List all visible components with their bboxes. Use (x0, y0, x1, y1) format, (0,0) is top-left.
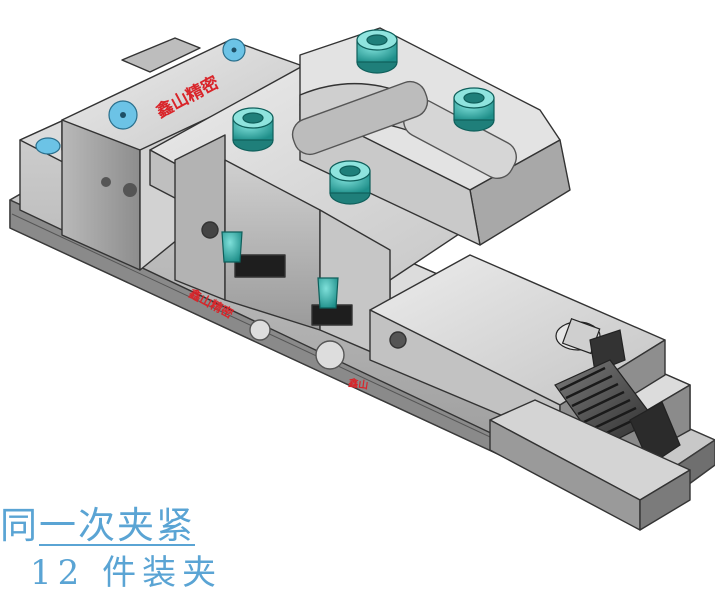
side-brand-mark-small: 鑫山 (347, 376, 370, 392)
teal-pin-icon (356, 29, 398, 74)
caption-line-2: 12 件装夹 (30, 553, 223, 593)
end-rail (489, 399, 691, 531)
teal-pin-shank-icon (221, 231, 243, 263)
caption-underlined-phrase: 一次夹紧 (39, 504, 195, 547)
blue-screw-head-icon (35, 137, 61, 155)
lead-screw (554, 317, 681, 466)
teal-pin-shank-icon (317, 277, 339, 309)
caption-line-1: 同一次夹紧 (0, 507, 195, 544)
caption-prefix: 同 (0, 504, 39, 547)
teal-pin-icon (453, 87, 495, 132)
teal-pin-icon (329, 160, 371, 205)
teal-pin-icon (232, 107, 274, 152)
teal-locating-pins (221, 29, 495, 309)
vise-fixture-illustration: 鑫山精密 鑫山精密 鑫山 (9, 27, 715, 531)
